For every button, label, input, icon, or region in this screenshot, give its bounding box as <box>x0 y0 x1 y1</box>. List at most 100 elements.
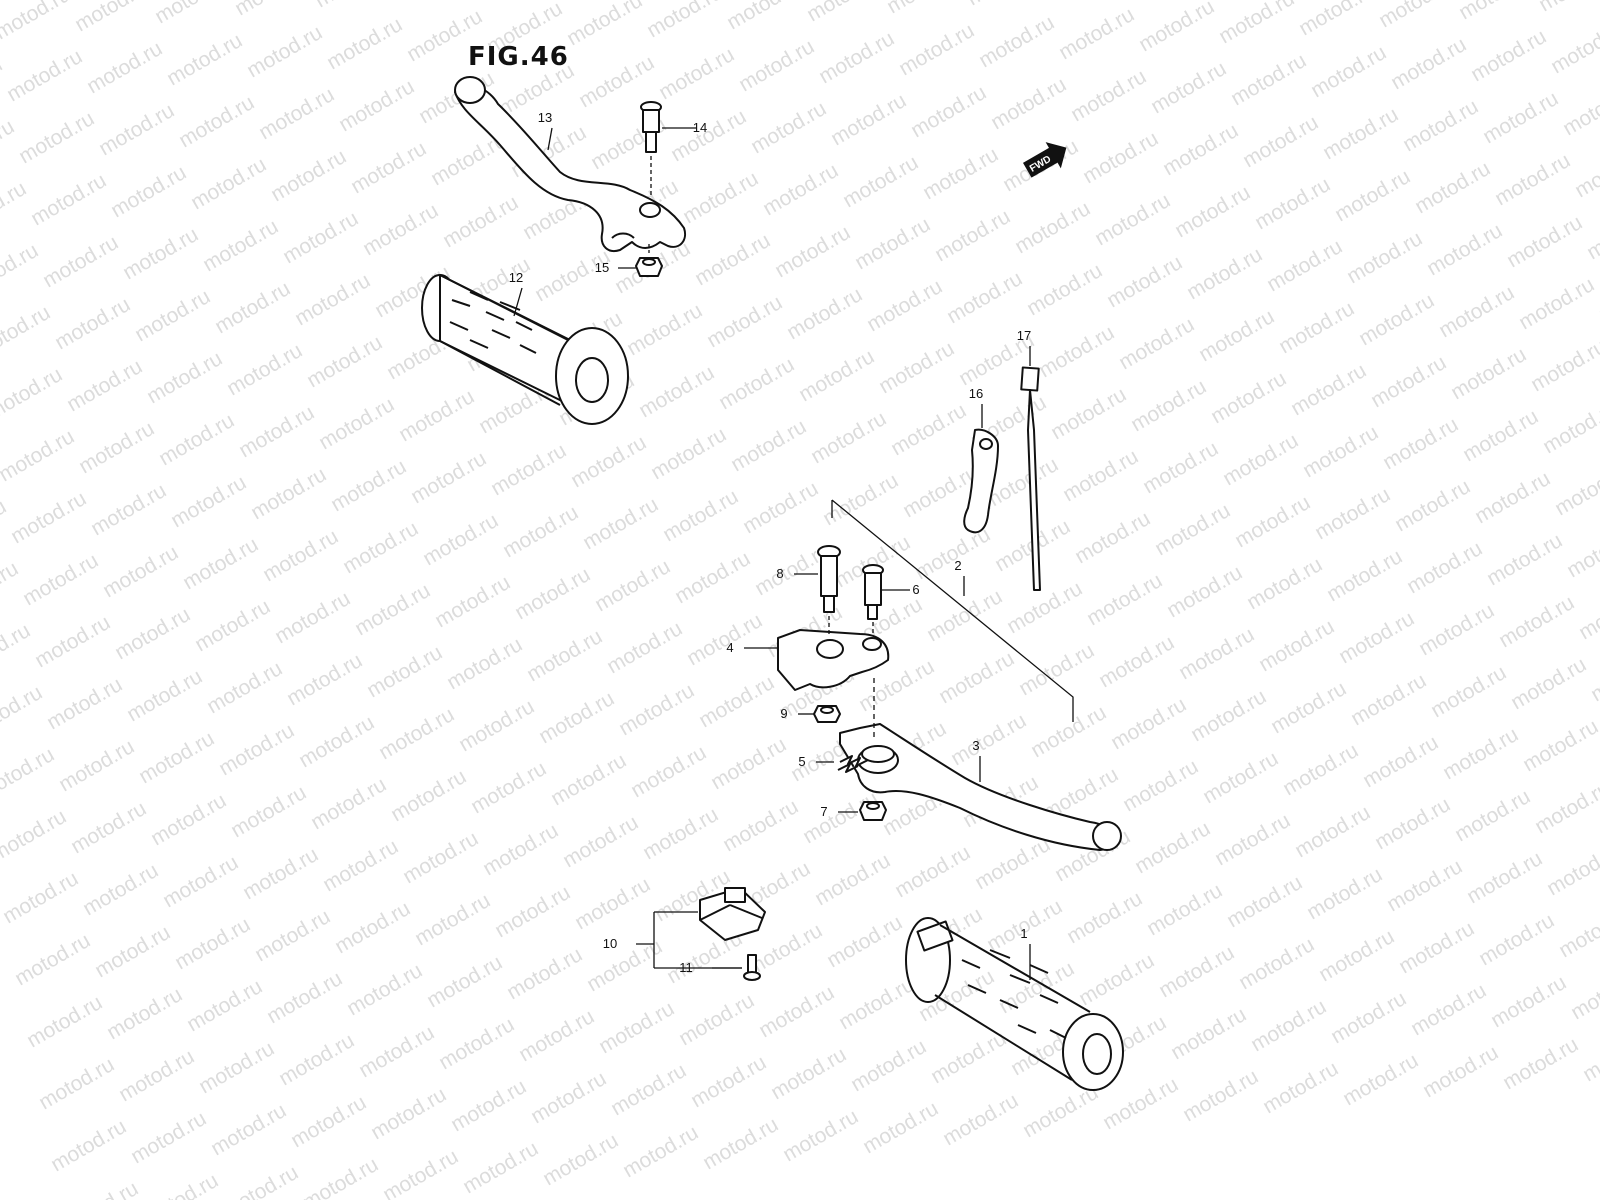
watermark-text: motod.ru <box>99 541 182 602</box>
watermark-text: motod.ru <box>399 827 482 888</box>
watermark-text: motod.ru <box>839 151 922 212</box>
watermark-text: motod.ru <box>71 0 154 36</box>
watermark-text: motod.ru <box>1395 917 1478 978</box>
watermark-text: motod.ru <box>147 789 230 850</box>
watermark-text: motod.ru <box>1439 723 1522 784</box>
watermark-text: motod.ru <box>1295 0 1378 40</box>
watermark-text: motod.ru <box>939 1089 1022 1150</box>
callout-label-10: 10 <box>603 936 617 951</box>
watermark-text: motod.ru <box>527 1067 610 1128</box>
watermark-text: motod.ru <box>819 469 902 530</box>
watermark-text: motod.ru <box>311 0 394 12</box>
left-grip-12 <box>421 274 629 425</box>
watermark-text: motod.ru <box>675 989 758 1050</box>
watermark-text: motod.ru <box>707 733 790 794</box>
watermark-text: motod.ru <box>63 355 146 416</box>
callout-label-4: 4 <box>726 640 733 655</box>
watermark-text: motod.ru <box>327 455 410 516</box>
watermark-text: motod.ru <box>1383 855 1466 916</box>
watermark-text: motod.ru <box>891 841 974 902</box>
watermark-text: motod.ru <box>1539 397 1600 458</box>
watermark-text: motod.ru <box>95 99 178 160</box>
spring-5 <box>837 755 869 773</box>
watermark-text: motod.ru <box>1107 693 1190 754</box>
watermark-text: motod.ru <box>691 229 774 290</box>
watermark-text: motod.ru <box>23 991 106 1052</box>
watermark-text: motod.ru <box>659 485 742 546</box>
watermark-text: motod.ru <box>223 339 306 400</box>
watermark-text: motod.ru <box>511 563 594 624</box>
watermark-text: motod.ru <box>719 795 802 856</box>
watermark-text: motod.ru <box>1331 165 1414 226</box>
watermark-text: motod.ru <box>1403 537 1486 598</box>
watermark-text: motod.ru <box>163 29 246 90</box>
watermark-text: motod.ru <box>1015 639 1098 700</box>
watermark-text: motod.ru <box>887 399 970 460</box>
watermark-text: motod.ru <box>339 517 422 578</box>
watermark-text: motod.ru <box>1503 211 1586 272</box>
watermark-text: motod.ru <box>11 929 94 990</box>
watermark-text: motod.ru <box>351 579 434 640</box>
watermark-text: motod.ru <box>231 0 314 20</box>
watermark-text: motod.ru <box>0 177 30 238</box>
watermark-text: motod.ru <box>359 199 442 260</box>
watermark-text: motod.ru <box>67 797 150 858</box>
watermark-text: motod.ru <box>1167 1003 1250 1064</box>
watermark-text: motod.ru <box>55 735 138 796</box>
watermark-text: motod.ru <box>803 0 886 26</box>
watermark-text: motod.ru <box>207 1099 290 1160</box>
watermark-text: motod.ru <box>455 695 538 756</box>
watermark-text: motod.ru <box>1391 475 1474 536</box>
watermark-text: motod.ru <box>395 385 478 446</box>
watermark-text: motod.ru <box>1199 747 1282 808</box>
watermark-text: motod.ru <box>43 673 126 734</box>
watermark-text: motod.ru <box>1479 87 1562 148</box>
watermark-text: motod.ru <box>1419 1041 1502 1102</box>
watermark-text: motod.ru <box>31 611 114 672</box>
watermark-text: motod.ru <box>767 1043 850 1104</box>
bolt-8 <box>817 545 841 613</box>
watermark-text: motod.ru <box>1231 491 1314 552</box>
watermark-text: motod.ru <box>151 0 234 28</box>
watermark-text: motod.ru <box>1475 909 1558 970</box>
watermark-text: motod.ru <box>987 73 1070 134</box>
callout-label-1: 1 <box>1020 926 1027 941</box>
watermark-text: motod.ru <box>107 161 190 222</box>
watermark-text: motod.ru <box>1467 25 1550 86</box>
watermark-text: motod.ru <box>1595 265 1600 326</box>
callout-label-7: 7 <box>820 804 827 819</box>
callout-label-8: 8 <box>776 566 783 581</box>
watermark-text: motod.ru <box>1263 235 1346 296</box>
watermark-text: motod.ru <box>1323 545 1406 606</box>
watermark-text: motod.ru <box>75 417 158 478</box>
watermark-text: motod.ru <box>811 849 894 910</box>
watermark-text: motod.ru <box>1327 987 1410 1048</box>
watermark-text: motod.ru <box>431 571 514 632</box>
watermark-text: motod.ru <box>627 741 710 802</box>
watermark-text: motod.ru <box>1247 995 1330 1056</box>
watermark-text: motod.ru <box>35 1053 118 1114</box>
watermark-text: motod.ru <box>275 1029 358 1090</box>
watermark-text: motod.ru <box>671 547 754 608</box>
watermark-text: motod.ru <box>203 657 286 718</box>
watermark-text: motod.ru <box>0 681 46 742</box>
watermark-text: motod.ru <box>391 0 474 4</box>
watermark-text: motod.ru <box>863 275 946 336</box>
watermark-text: motod.ru <box>299 1153 382 1200</box>
watermark-text: motod.ru <box>735 35 818 96</box>
watermark-text: motod.ru <box>215 719 298 780</box>
watermark-text: motod.ru <box>1375 0 1458 32</box>
watermark-text: motod.ru <box>1115 313 1198 374</box>
watermark-text: motod.ru <box>227 781 310 842</box>
callout-label-15: 15 <box>595 260 609 275</box>
watermark-text: motod.ru <box>827 89 910 150</box>
watermark-text: motod.ru <box>643 0 726 42</box>
watermark-text: motod.ru <box>1267 677 1350 738</box>
watermark-text: motod.ru <box>1259 1057 1342 1118</box>
watermark-text: motod.ru <box>639 803 722 864</box>
callout-label-13: 13 <box>538 110 552 125</box>
watermark-text: motod.ru <box>387 765 470 826</box>
watermark-text: motod.ru <box>1367 351 1450 412</box>
watermark-text: motod.ru <box>1559 79 1600 140</box>
